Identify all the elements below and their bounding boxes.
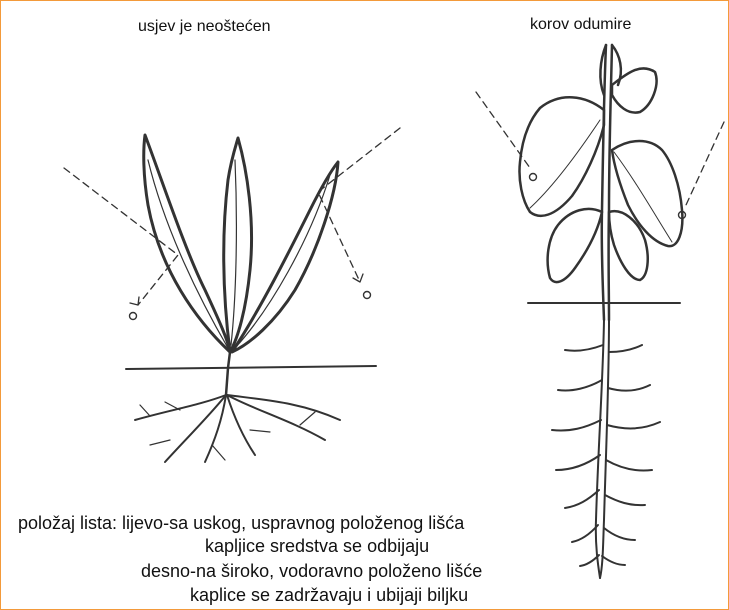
weed-plant — [476, 45, 724, 578]
droplet-right — [364, 292, 371, 299]
weed-roots — [552, 320, 660, 578]
droplet-left — [130, 313, 137, 320]
crop-leaf-center — [224, 138, 252, 352]
caption-line-4: kaplice se zadržavaju i ubijaji biljku — [190, 584, 468, 606]
crop-ground-line — [126, 366, 376, 369]
caption-line-1: položaj lista: lijevo-sa uskog, uspravno… — [18, 512, 464, 534]
crop-roots — [135, 395, 340, 462]
droplet-on-left-leaf — [530, 174, 537, 181]
caption-line-3: desno-na široko, vodoravno položeno lišć… — [141, 560, 482, 582]
weed-leaf-upper-left — [519, 97, 604, 216]
weed-leaf-right — [612, 141, 682, 246]
crop-leaf-left — [144, 135, 230, 352]
weed-spray-arrows — [476, 92, 724, 205]
caption-line-2: kapljice sredstva se odbijaju — [205, 535, 429, 557]
weed-leaf-top-right — [612, 68, 657, 112]
crop-plant — [64, 128, 400, 462]
weed-leaf-lower-left — [548, 209, 602, 282]
weed-leaf-lower-right — [609, 211, 648, 280]
